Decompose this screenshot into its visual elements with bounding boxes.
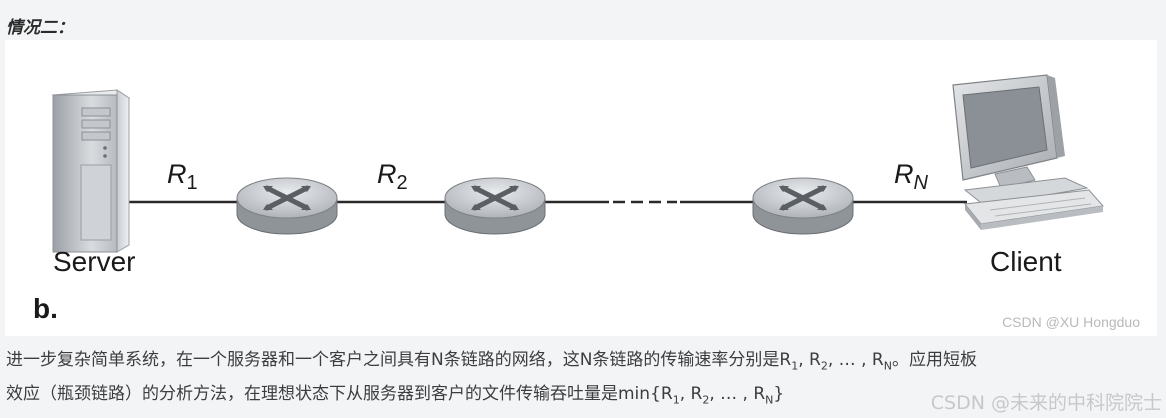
- sub-3: 1: [672, 393, 680, 407]
- paragraph-text-4: }: [773, 384, 785, 405]
- link-label-r2: R2: [377, 159, 408, 194]
- sub-1: 1: [791, 359, 799, 373]
- server-label: Server: [53, 246, 135, 277]
- svg-text:RN: RN: [894, 159, 929, 194]
- svg-text:R2: R2: [377, 159, 408, 194]
- router-icon-2: [444, 177, 546, 235]
- network-diagram: R1 R2 RN Server Client b. CSDN @XU Hongd…: [5, 40, 1157, 336]
- sub-2: 2: [820, 359, 828, 373]
- sub-4: 2: [702, 393, 710, 407]
- link-label-r2-sub: 2: [397, 172, 408, 194]
- diagram-canvas: R1 R2 RN Server Client b.: [33, 74, 1104, 324]
- link-label-r1-base: R: [167, 159, 187, 189]
- link-label-rn: RN: [894, 159, 929, 194]
- svg-text:R1: R1: [167, 159, 198, 194]
- client-label: Client: [990, 246, 1062, 277]
- server-icon: [51, 89, 131, 253]
- client-computer-icon: [952, 74, 1104, 230]
- panel-label: b.: [33, 293, 58, 324]
- link-label-rn-sub: N: [914, 172, 929, 194]
- sub-n: N: [883, 359, 892, 373]
- sep-4: , … , R: [709, 384, 766, 405]
- page-watermark: CSDN @未来的中科院院士: [930, 392, 1162, 414]
- sep-1: , R: [798, 350, 821, 370]
- paragraph-text-2: 。应用短板: [891, 350, 977, 370]
- section-heading: 情况二：: [6, 18, 74, 38]
- sep-3: , R: [679, 384, 703, 405]
- sep-2: , … , R: [827, 350, 884, 370]
- sub-n-2: N: [765, 393, 774, 407]
- description-paragraph: 进一步复杂简单系统，在一个服务器和一个客户之间具有N条链路的网络，这N条链路的传…: [6, 346, 1156, 415]
- paragraph-text-1: 进一步复杂简单系统，在一个服务器和一个客户之间具有N条链路的网络，这N条链路的传…: [6, 350, 792, 370]
- figure-watermark: CSDN @XU Hongduo: [1002, 314, 1140, 330]
- link-label-rn-base: R: [894, 159, 914, 189]
- link-label-r1: R1: [167, 159, 198, 194]
- link-label-r1-sub: 1: [187, 172, 198, 194]
- link-label-r2-base: R: [377, 159, 397, 189]
- router-icon-1: [236, 177, 338, 235]
- router-icon-3: [752, 177, 854, 235]
- paragraph-text-3: 效应（瓶颈链路）的分析方法，在理想状态下从服务器到客户的文件传输吞吐量是min{…: [6, 384, 673, 405]
